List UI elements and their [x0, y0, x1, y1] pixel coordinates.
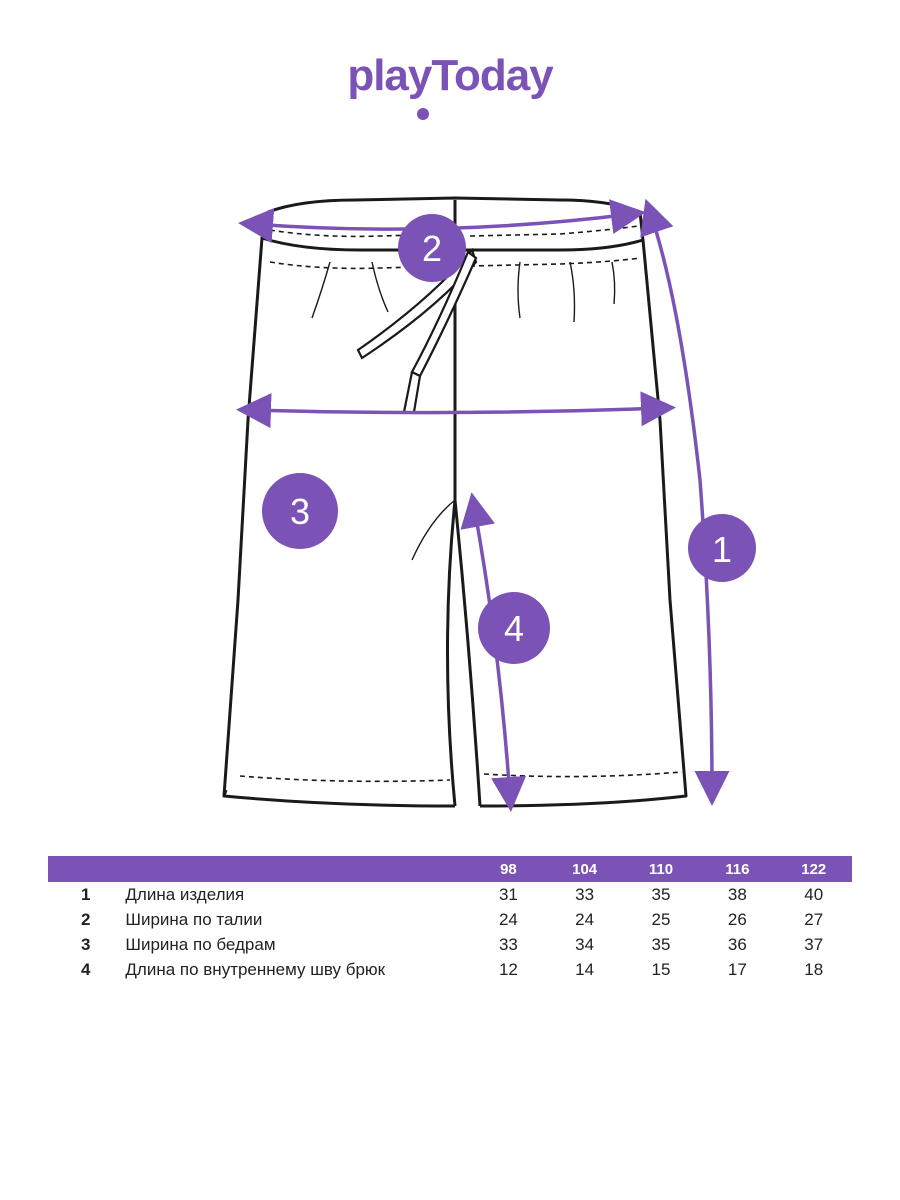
row-number: 2: [80, 909, 91, 929]
row-value: 35: [651, 884, 671, 904]
row-value: 15: [651, 959, 671, 979]
size-header-row: 98 104 110 116 122: [48, 856, 852, 882]
callout-4-label: 4: [504, 608, 524, 649]
row-value: 24: [498, 909, 518, 929]
row-value: 12: [498, 959, 518, 979]
size-table: 98 104 110 116 122 1 Длина изделия 31 33…: [48, 856, 852, 982]
row-label: Ширина по бедрам: [125, 934, 276, 954]
fabric-folds: [311, 261, 616, 561]
row-value: 24: [575, 909, 595, 929]
row-value: 36: [727, 934, 747, 954]
row-value: 40: [804, 884, 824, 904]
callout-2: 2: [398, 214, 466, 282]
callout-1: 1: [688, 514, 756, 582]
callout-2-label: 2: [422, 228, 442, 269]
header-empty-label: [123, 856, 470, 882]
size-header: 110: [648, 860, 674, 878]
row-value: 37: [804, 934, 824, 954]
callout-4: 4: [478, 592, 550, 664]
table-row: 4 Длина по внутреннему шву брюк 12 14 15…: [48, 957, 852, 982]
table-row: 1 Длина изделия 31 33 35 38 40: [48, 882, 852, 907]
row-number: 4: [80, 959, 91, 979]
row-value: 25: [651, 909, 671, 929]
row-value: 35: [651, 934, 671, 954]
length-arrow: [640, 198, 730, 806]
logo-wordmark: playToday: [347, 51, 554, 100]
size-header: 122: [801, 860, 827, 878]
row-value: 17: [727, 959, 747, 979]
row-value: 33: [498, 934, 518, 954]
row-number: 1: [80, 884, 91, 904]
row-value: 27: [804, 909, 824, 929]
drawstring: [356, 247, 478, 413]
row-value: 33: [575, 884, 595, 904]
row-value: 18: [804, 959, 824, 979]
callout-3: 3: [262, 473, 338, 549]
callout-1-label: 1: [712, 529, 732, 570]
logo-dot: [417, 108, 429, 120]
brand-logo: playToday: [0, 48, 900, 128]
row-label: Ширина по талии: [125, 909, 263, 929]
row-label: Длина по внутреннему шву брюк: [125, 959, 386, 979]
row-value: 31: [498, 884, 518, 904]
row-value: 26: [727, 909, 747, 929]
size-header: 98: [500, 860, 517, 878]
table-row: 3 Ширина по бедрам 33 34 35 36 37: [48, 932, 852, 957]
size-header: 116: [725, 860, 750, 878]
size-header: 104: [572, 860, 598, 878]
row-value: 34: [575, 934, 595, 954]
row-label: Длина изделия: [125, 884, 245, 904]
header-empty-num: [48, 856, 123, 882]
row-value: 14: [575, 959, 595, 979]
hips-arrow: [236, 391, 676, 429]
row-number: 3: [80, 934, 91, 954]
table-row: 2 Ширина по талии 24 24 25 26 27: [48, 907, 852, 932]
playtoday-logo: playToday: [347, 51, 555, 120]
shorts-diagram: 1 2 3 4: [222, 196, 756, 812]
row-value: 38: [727, 884, 747, 904]
callout-3-label: 3: [290, 491, 310, 532]
